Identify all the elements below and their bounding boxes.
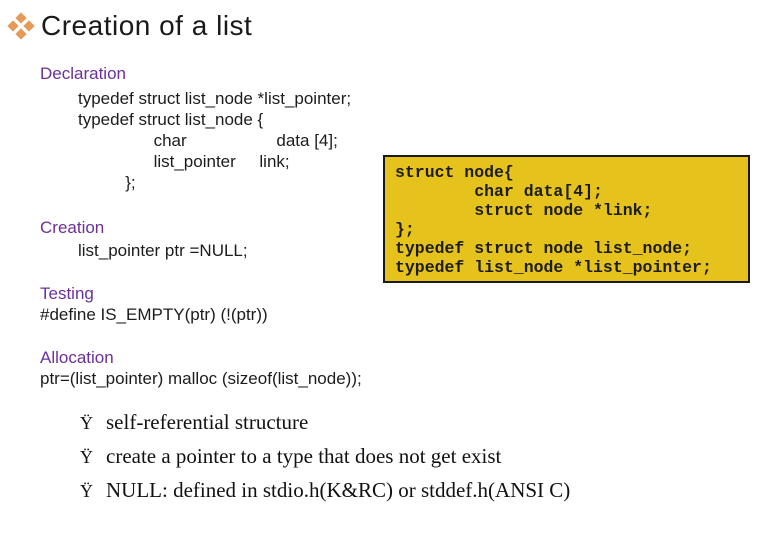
allocation-code: ptr=(list_pointer) malloc (sizeof(list_n…: [40, 369, 362, 388]
bullet-marker-icon: Ÿ: [80, 413, 93, 433]
slide-title-row: Creation of a list: [7, 10, 253, 42]
bullet-text: NULL: defined in stdio.h(K&RC) or stddef…: [106, 478, 571, 502]
testing-code: #define IS_EMPTY(ptr) (!(ptr)): [40, 305, 268, 324]
bullet-marker-icon: Ÿ: [80, 447, 93, 467]
struct-node-code: struct node{ char data[4]; struct node *…: [395, 163, 712, 277]
list-item: Ÿ create a pointer to a type that does n…: [80, 444, 570, 469]
diamond-cluster-icon: [7, 12, 35, 40]
section-label-creation: Creation: [40, 218, 105, 237]
section-label-testing: Testing: [40, 284, 94, 303]
declaration-code: typedef struct list_node *list_pointer; …: [78, 89, 352, 192]
list-item: Ÿ self-referential structure: [80, 410, 570, 435]
bullet-list: Ÿ self-referential structure Ÿ create a …: [80, 410, 570, 512]
bullet-text: create a pointer to a type that does not…: [106, 444, 502, 468]
section-label-declaration: Declaration: [40, 64, 126, 83]
bullet-text: self-referential structure: [106, 410, 309, 434]
page-title: Creation of a list: [41, 10, 253, 41]
section-label-allocation: Allocation: [40, 348, 114, 367]
list-item: Ÿ NULL: defined in stdio.h(K&RC) or stdd…: [80, 478, 570, 503]
creation-code: list_pointer ptr =NULL;: [78, 241, 248, 260]
bullet-marker-icon: Ÿ: [80, 481, 93, 501]
struct-node-code-box: struct node{ char data[4]; struct node *…: [383, 155, 750, 283]
